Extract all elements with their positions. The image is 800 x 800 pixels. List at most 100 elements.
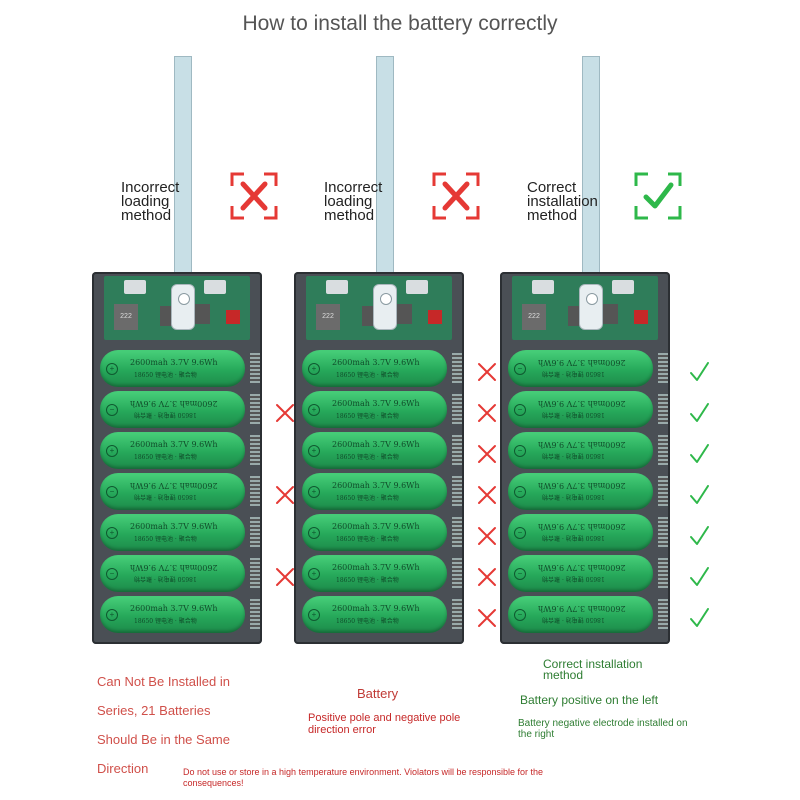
row-cross-icon xyxy=(474,605,500,631)
cell-spec: 2600mah 3.7V 9.6Wh xyxy=(538,481,626,490)
battery-cell: − 2600mah 3.7V 9.6Wh 18650 锂电池 · 聚合物 xyxy=(508,514,653,551)
cell-type: 18650 锂电池 · 聚合物 xyxy=(336,618,399,625)
indicator-button xyxy=(428,310,442,324)
row-check-icon xyxy=(686,482,712,508)
battery-cell: +2600mah 3.7V 9.6Wh 18650 锂电池 · 聚合物 xyxy=(302,596,447,633)
spring-contact xyxy=(250,476,260,506)
battery-cell: +2600mah 3.7V 9.6Wh 18650 锂电池 · 聚合物 xyxy=(100,514,245,551)
cell-spec: 2600mah 3.7V 9.6Wh xyxy=(538,563,626,572)
row-check-icon xyxy=(686,564,712,590)
method-label: Incorrect loading method xyxy=(324,179,383,224)
cell-type: 18650 锂电池 · 聚合物 xyxy=(134,575,197,582)
cell-spec: 2600mah 3.7V 9.6Wh xyxy=(332,481,420,490)
pole-icon: − xyxy=(106,568,118,580)
note-negative-right: Battery negative electrode installed on … xyxy=(518,718,688,740)
cell-type: 18650 锂电池 · 聚合物 xyxy=(542,452,605,459)
method-label: Correct installation method xyxy=(527,179,598,224)
cell-type: 18650 锂电池 · 聚合物 xyxy=(542,534,605,541)
row-check-icon xyxy=(686,359,712,385)
spring-contact xyxy=(452,517,462,547)
cell-type: 18650 锂电池 · 聚合物 xyxy=(336,577,399,584)
spring-contact xyxy=(452,599,462,629)
chip xyxy=(192,304,210,324)
cell-spec: 2600mah 3.7V 9.6Wh xyxy=(332,604,420,613)
indicator-button xyxy=(226,310,240,324)
cell-spec: 2600mah 3.7V 9.6Wh xyxy=(130,604,218,613)
pole-icon: − xyxy=(514,527,526,539)
indicator-button xyxy=(634,310,648,324)
cell-spec: 2600mah 3.7V 9.6Wh xyxy=(332,522,420,531)
pole-icon: + xyxy=(106,445,118,457)
battery-cell: +2600mah 3.7V 9.6Wh 18650 锂电池 · 聚合物 xyxy=(100,432,245,469)
usb-port xyxy=(124,280,146,294)
pole-icon: + xyxy=(308,609,320,621)
spring-contact xyxy=(452,353,462,383)
cell-spec: 2600mah 3.7V 9.6Wh xyxy=(538,522,626,531)
pole-icon: + xyxy=(308,445,320,457)
cross-mark-icon xyxy=(432,172,480,220)
cell-spec: 2600mah 3.7V 9.6Wh xyxy=(130,358,218,367)
pole-icon: − xyxy=(514,363,526,375)
row-cross-icon xyxy=(474,482,500,508)
pole-icon: − xyxy=(106,486,118,498)
spring-contact xyxy=(250,435,260,465)
row-cross-icon xyxy=(272,564,298,590)
spring-contact xyxy=(658,517,668,547)
method-label: Incorrect loading method xyxy=(121,179,180,224)
usb-port xyxy=(204,280,226,294)
note-polarity-error: Positive pole and negative pole directio… xyxy=(308,712,461,736)
cell-type: 18650 锂电池 · 聚合物 xyxy=(134,536,197,543)
spring-contact xyxy=(250,599,260,629)
spring-contact xyxy=(452,435,462,465)
cell-spec: 2600mah 3.7V 9.6Wh xyxy=(332,440,420,449)
note-battery-heading: Battery xyxy=(357,686,399,701)
cell-type: 18650 锂电池 · 聚合物 xyxy=(134,454,197,461)
row-cross-icon xyxy=(474,564,500,590)
note-temperature-warning: Do not use or store in a high temperatur… xyxy=(183,767,544,788)
cell-spec: 2600mah 3.7V 9.6Wh xyxy=(332,563,420,572)
chip xyxy=(600,304,618,324)
row-cross-icon xyxy=(474,400,500,426)
spring-contact xyxy=(250,558,260,588)
inductor: 222 xyxy=(114,304,138,330)
cell-spec: 2600mah 3.7V 9.6Wh xyxy=(130,440,218,449)
cell-spec: 2600mah 3.7V 9.6Wh xyxy=(130,522,218,531)
spring-contact xyxy=(658,476,668,506)
usb-port xyxy=(406,280,428,294)
inductor: 222 xyxy=(316,304,340,330)
pole-icon: + xyxy=(308,404,320,416)
battery-cell: +2600mah 3.7V 9.6Wh 18650 锂电池 · 聚合物 xyxy=(100,596,245,633)
spring-contact xyxy=(658,353,668,383)
usb-port xyxy=(612,280,634,294)
cell-spec: 2600mah 3.7V 9.6Wh xyxy=(538,604,626,613)
note-positive-left: Battery positive on the left xyxy=(520,693,659,707)
cell-spec: 2600mah 3.7V 9.6Wh xyxy=(130,481,218,490)
row-cross-icon xyxy=(474,359,500,385)
pole-icon: + xyxy=(106,609,118,621)
pole-icon: + xyxy=(106,527,118,539)
pole-icon: − xyxy=(514,445,526,457)
spring-contact xyxy=(452,394,462,424)
strap-clip xyxy=(373,284,397,330)
row-cross-icon xyxy=(474,523,500,549)
cell-spec: 2600mah 3.7V 9.6Wh xyxy=(332,358,420,367)
cell-spec: 2600mah 3.7V 9.6Wh xyxy=(538,399,626,408)
cell-type: 18650 锂电池 · 聚合物 xyxy=(134,618,197,625)
note-correct-heading: Correct installation method xyxy=(543,657,643,682)
cell-spec: 2600mah 3.7V 9.6Wh xyxy=(538,358,626,367)
pole-icon: + xyxy=(106,363,118,375)
cell-type: 18650 锂电池 · 聚合物 xyxy=(542,575,605,582)
row-check-icon xyxy=(686,441,712,467)
spring-contact xyxy=(658,599,668,629)
spring-contact xyxy=(250,517,260,547)
